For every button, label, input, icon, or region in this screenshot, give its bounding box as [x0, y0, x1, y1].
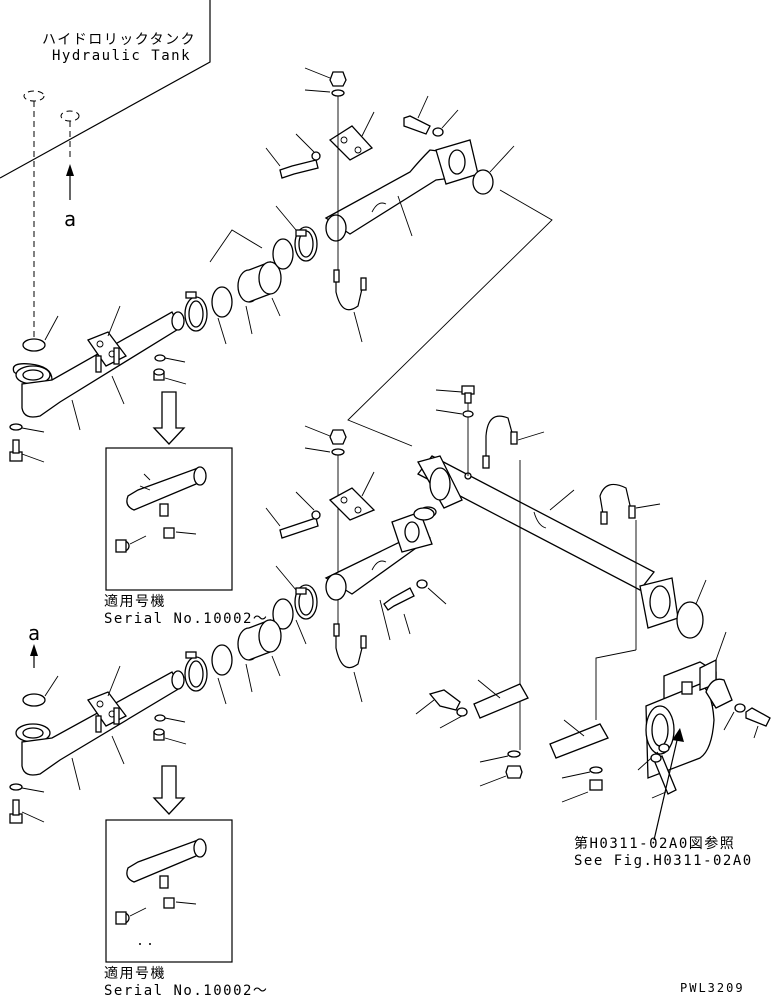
detail-arrow-upper [152, 391, 186, 445]
serial-note-top-en: Serial No.10002～ [104, 611, 268, 627]
gasket-lower [22, 693, 46, 707]
detail-box-lower [105, 819, 233, 963]
upper-suction-line [9, 67, 553, 463]
sleeve-upper [237, 261, 282, 303]
serial-note-bottom-en: Serial No.10002～ [104, 983, 268, 997]
pipe-lower-right [324, 511, 433, 601]
lower-right-hardware [415, 631, 771, 841]
view-marker-a-top: a [64, 207, 76, 231]
hose-clamp-upper-right [294, 226, 318, 262]
sleeve-lower [237, 619, 282, 661]
detail-arrow-lower [152, 765, 186, 815]
bolt-upper-left [9, 439, 23, 462]
drawing-code: PWL3209 [680, 981, 745, 995]
bolt-lower-flange [383, 579, 428, 611]
support-bracket-b [549, 723, 609, 759]
hose-clamp-upper-left [184, 291, 208, 332]
bracket-upper-right [328, 125, 374, 161]
pipe-upper-right [324, 139, 479, 242]
hose-clip-upper [335, 272, 365, 311]
bolt-lower-left [9, 799, 23, 824]
main-suction-pipe [417, 385, 707, 750]
bolt-upper-mid [279, 151, 321, 179]
tank-label-en: Hydraulic Tank [52, 48, 191, 64]
bracket-lower-right [328, 487, 376, 521]
gasket-lower-right [413, 507, 435, 521]
hose-clamp-lower-left [184, 651, 208, 692]
serial-note-bottom-jp: 適用号機 [104, 965, 166, 982]
support-bracket-a [473, 683, 529, 719]
u-clip-main-right [599, 483, 633, 521]
gasket-upper-right [472, 169, 494, 195]
bracket-lower-left [87, 691, 127, 733]
o-ring-upper [211, 286, 233, 318]
hose-clamp-lower-right [294, 584, 318, 620]
bolt-upper-flange [403, 115, 444, 137]
lower-suction-line: a [9, 425, 447, 824]
gasket-main-right [676, 601, 704, 639]
see-figure-en: See Fig.H0311-02A0 [574, 853, 753, 869]
view-marker-a-bottom: a [28, 621, 40, 645]
u-clip-main-left [485, 415, 515, 462]
gasket-upper [22, 338, 46, 352]
o-ring-upper-2 [272, 238, 294, 270]
detail-box-upper [105, 447, 233, 591]
see-figure-jp: 第H0311-02A0図参照 [574, 835, 735, 852]
serial-note-top-jp: 適用号機 [104, 593, 166, 610]
o-ring-lower-2 [272, 598, 294, 630]
hydraulic-tank-reference: ハイドロリックタンク Hydraulic Tank a [0, 0, 211, 338]
hose-clip-lower [335, 628, 365, 669]
tank-label-jp: ハイドロリックタンク [42, 32, 196, 48]
bracket-upper-left [87, 331, 127, 373]
o-ring-lower [211, 644, 233, 676]
